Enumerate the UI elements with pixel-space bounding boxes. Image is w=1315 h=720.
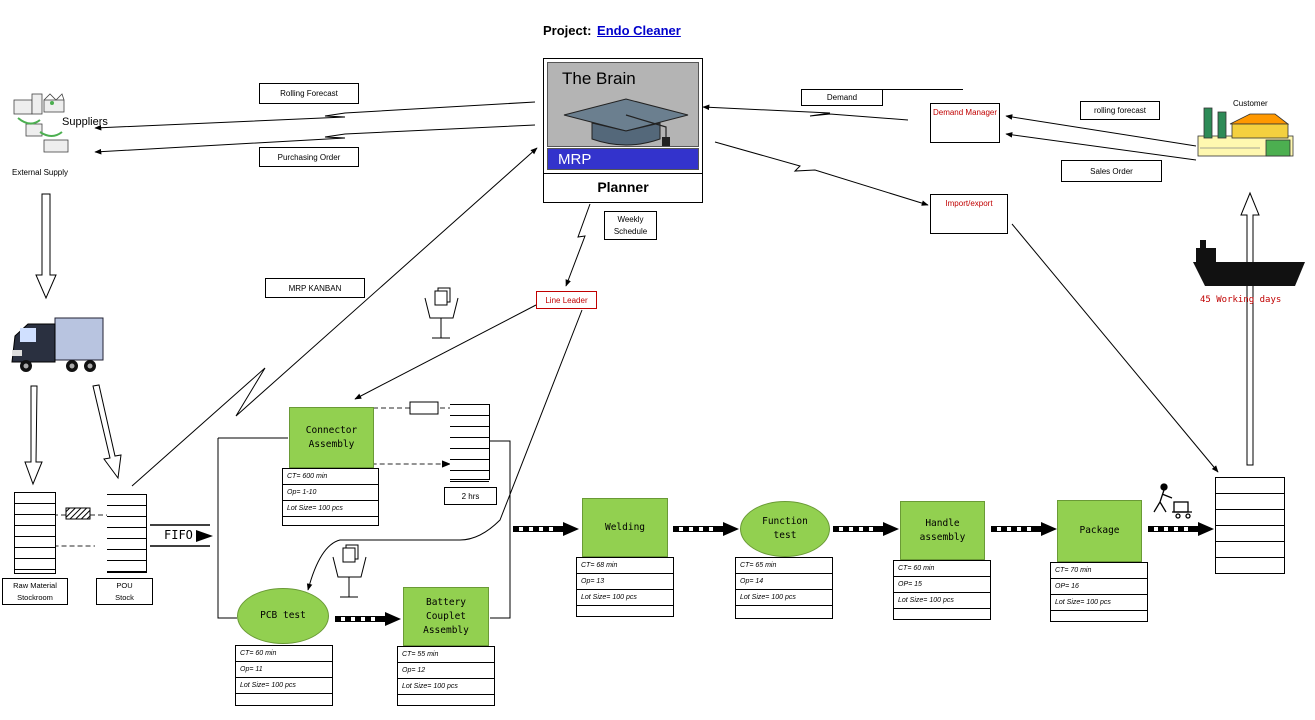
package-lot: Lot Size= 100 pcs xyxy=(1051,595,1147,611)
handle-data-box: CT= 60 min OP= 15 Lot Size= 100 pcs xyxy=(893,560,991,620)
finished-goods-stack xyxy=(1215,477,1285,574)
withdrawal-kanban-icon xyxy=(65,507,91,520)
go-see-icon-top xyxy=(424,287,459,339)
function-data-box: CT= 65 min Op= 14 Lot Size= 100 pcs xyxy=(735,557,833,619)
function-op: Op= 14 xyxy=(736,574,832,590)
function-ct: CT= 65 min xyxy=(736,558,832,574)
welding-op: Op= 13 xyxy=(577,574,673,590)
brain-panel: The Brain xyxy=(547,62,699,147)
package-ct: CT= 70 min xyxy=(1051,563,1147,579)
line-leader-box[interactable]: Line Leader xyxy=(536,291,597,309)
two-hrs-box: 2 hrs xyxy=(444,487,497,505)
leader-pcb-flow xyxy=(306,309,583,591)
fifo-lane xyxy=(150,524,213,547)
demand-manager-box[interactable]: Demand Manager xyxy=(930,103,1000,143)
connector-loop-line xyxy=(217,438,237,619)
pcb-test-process[interactable]: PCB test xyxy=(237,588,329,644)
weekly-schedule-box: Weekly Schedule xyxy=(604,211,657,240)
demand-box: Demand xyxy=(801,89,883,106)
handle-assembly-process[interactable]: Handle assembly xyxy=(900,501,985,560)
working-days-label: 45 Working days xyxy=(1200,295,1282,305)
package-process[interactable]: Package xyxy=(1057,500,1142,562)
customer-forecast-flow xyxy=(1005,114,1197,147)
pou-stack xyxy=(107,494,147,573)
operator-cart-icon xyxy=(1153,483,1192,519)
raw-material-stack xyxy=(14,492,56,574)
mrp-kanban-box: MRP KANBAN xyxy=(265,278,365,298)
connector-op: Op= 1-10 xyxy=(283,485,378,501)
welding-data-box: CT= 68 min Op= 13 Lot Size= 100 pcs xyxy=(576,557,674,617)
purchasing-order-box: Purchasing Order xyxy=(259,147,359,167)
import-export-flow xyxy=(714,141,929,206)
battery-ct: CT= 55 min xyxy=(398,647,494,663)
buffer-right-line xyxy=(490,440,511,619)
welding-ct: CT= 68 min xyxy=(577,558,673,574)
supplier-shipment-arrow xyxy=(35,193,57,300)
connector-dashed-loop xyxy=(361,407,451,468)
kanban-card-icon xyxy=(409,401,439,415)
weekly-schedule-flow xyxy=(565,203,591,287)
package-data-box: CT= 70 min OP= 16 Lot Size= 100 pcs xyxy=(1050,562,1148,622)
battery-lot: Lot Size= 100 pcs xyxy=(398,679,494,695)
connector-ct: CT= 600 min xyxy=(283,469,378,485)
battery-op: Op= 12 xyxy=(398,663,494,679)
pou-stock-label: POU Stock xyxy=(96,578,153,605)
push-arrows xyxy=(335,522,1214,626)
project-header: Project: Endo Cleaner xyxy=(543,23,743,41)
handle-op: OP= 15 xyxy=(894,577,990,593)
mrp-bar: MRP xyxy=(547,148,699,170)
leader-connector-flow xyxy=(354,304,537,400)
battery-couplet-process[interactable]: Battery Couplet Assembly xyxy=(403,587,489,646)
suppliers-label: Suppliers xyxy=(62,116,108,128)
fifo-label: FIFO xyxy=(162,528,195,542)
pcb-op: Op= 11 xyxy=(236,662,332,678)
package-op: OP= 16 xyxy=(1051,579,1147,595)
welding-lot: Lot Size= 100 pcs xyxy=(577,590,673,606)
planner-label: Planner xyxy=(544,173,702,203)
connector-buffer-stack xyxy=(450,404,490,482)
import-finished-flow xyxy=(1011,223,1219,473)
brain-title: The Brain xyxy=(562,69,636,88)
battery-data-box: CT= 55 min Op= 12 Lot Size= 100 pcs xyxy=(397,646,495,706)
function-lot: Lot Size= 100 pcs xyxy=(736,590,832,606)
import-export-box[interactable]: Import/export xyxy=(930,194,1008,234)
pcb-ct: CT= 60 min xyxy=(236,646,332,662)
truck-icon xyxy=(11,317,104,372)
sales-order-box: Sales Order xyxy=(1061,160,1162,182)
demand-flow xyxy=(702,104,909,121)
raw-material-label: Raw Material Stockroom xyxy=(2,578,68,605)
rolling-forecast-flow xyxy=(94,101,536,131)
mrp-kanban-flow xyxy=(131,147,538,487)
project-name-link[interactable]: Endo Cleaner xyxy=(597,23,681,38)
connector-lot: Lot Size= 100 pcs xyxy=(283,501,378,517)
customer-label: Customer xyxy=(1233,99,1268,108)
ship-icon xyxy=(1193,240,1305,286)
purchasing-order-flow xyxy=(94,124,536,155)
handle-ct: CT= 60 min xyxy=(894,561,990,577)
welding-process[interactable]: Welding xyxy=(582,498,668,557)
connector-assembly-process[interactable]: Connector Assembly xyxy=(289,407,374,468)
demand-top-line xyxy=(883,89,963,90)
rolling-forecast-box: Rolling Forecast xyxy=(259,83,359,104)
graduation-cap-icon xyxy=(563,98,689,146)
project-label: Project: xyxy=(543,23,592,38)
customer-sales-flow xyxy=(1005,132,1197,161)
handle-lot: Lot Size= 100 pcs xyxy=(894,593,990,609)
supplier-factory-icon xyxy=(13,93,69,153)
customer-shipment-arrow xyxy=(1240,191,1260,466)
pcb-data-box: CT= 60 min Op= 11 Lot Size= 100 pcs xyxy=(235,645,333,706)
rolling-forecast-right-box: rolling forecast xyxy=(1080,101,1160,120)
customer-factory-icon xyxy=(1197,107,1294,157)
go-see-icon-bottom xyxy=(332,544,367,598)
planner-block: The Brain MRP Planner xyxy=(543,58,703,203)
truck-stock-arrow-2 xyxy=(92,384,122,480)
function-test-process[interactable]: Function test xyxy=(740,501,830,557)
external-supply-caption: External Supply xyxy=(12,168,69,177)
truck-stock-arrow-1 xyxy=(24,385,43,486)
mrp-label: MRP xyxy=(558,151,592,168)
pcb-lot: Lot Size= 100 pcs xyxy=(236,678,332,694)
connector-data-box: CT= 600 min Op= 1-10 Lot Size= 100 pcs xyxy=(282,468,379,526)
